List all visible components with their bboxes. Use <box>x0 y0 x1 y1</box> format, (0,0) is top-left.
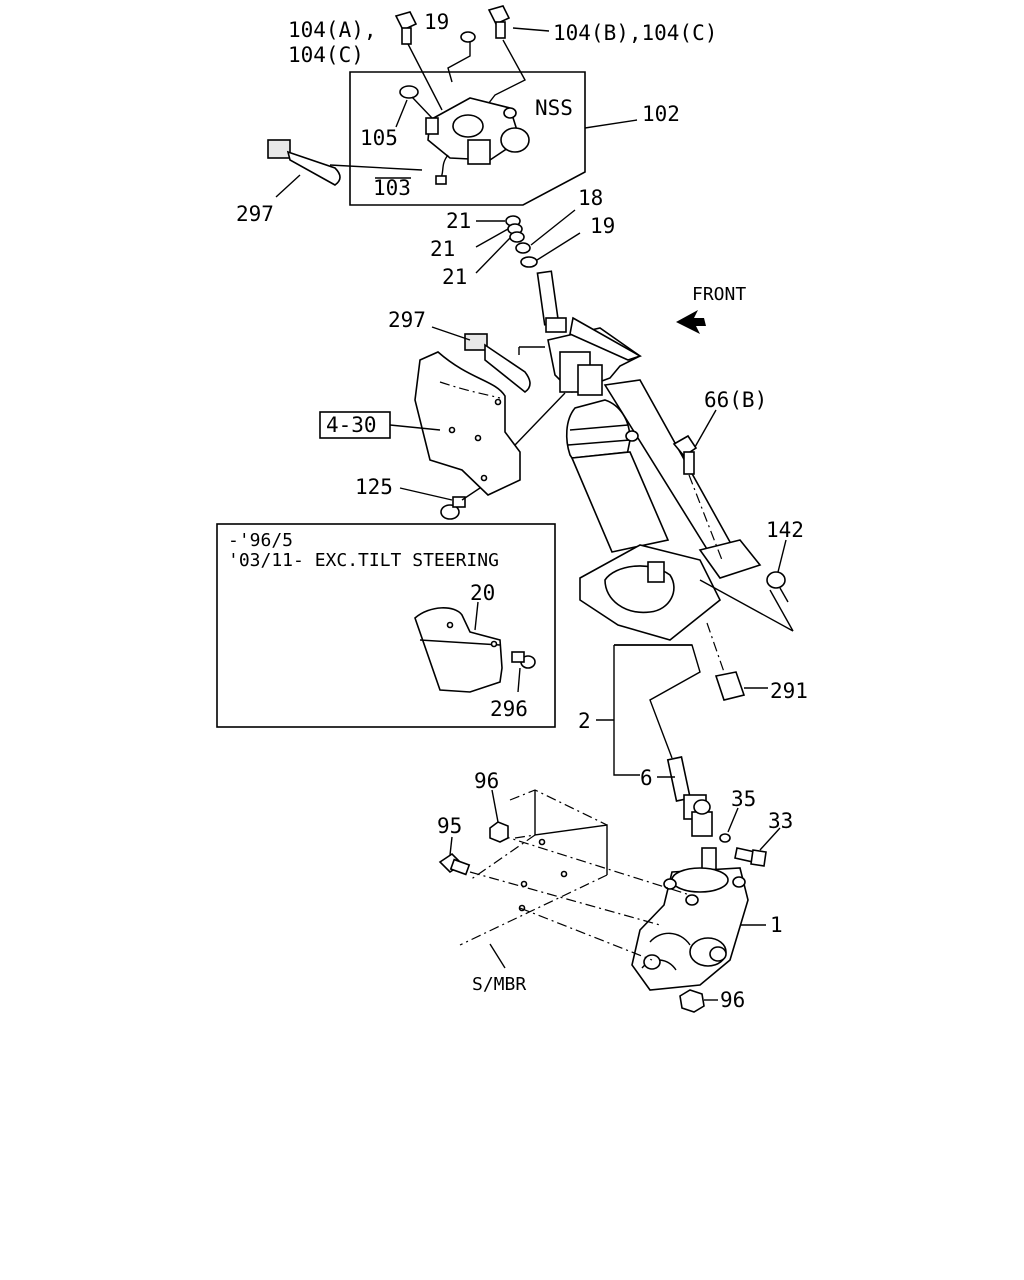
label-smbr: S/MBR <box>472 974 526 995</box>
bolt-104b[interactable] <box>487 5 511 39</box>
screw-142[interactable] <box>766 571 789 603</box>
screw-296[interactable] <box>511 651 536 669</box>
steering-gear-box-1[interactable] <box>631 847 749 991</box>
inset-line-2: '03/11- EXC.TILT STEERING <box>228 550 499 571</box>
switch-assembly-box <box>349 71 586 206</box>
label-296: 296 <box>490 697 528 721</box>
steering-column[interactable] <box>536 270 762 641</box>
label-4-30: 4-30 <box>326 413 377 437</box>
side-member <box>459 789 608 946</box>
bolt-104a[interactable] <box>394 11 418 45</box>
label-142: 142 <box>766 518 804 542</box>
cover-20[interactable] <box>414 607 503 693</box>
label-front: FRONT <box>692 284 746 305</box>
clip-291[interactable] <box>714 671 746 701</box>
label-19-mid: 19 <box>590 214 615 238</box>
bolt-95[interactable] <box>438 852 471 876</box>
cable-tie-297-mid[interactable] <box>464 333 531 393</box>
front-arrow-icon <box>676 310 706 334</box>
label-125: 125 <box>355 475 393 499</box>
label-2: 2 <box>578 709 591 733</box>
label-21-b: 21 <box>430 237 455 261</box>
label-96-top: 96 <box>474 769 499 793</box>
label-21-c: 21 <box>442 265 467 289</box>
label-18: 18 <box>578 186 603 210</box>
label-33: 33 <box>768 809 793 833</box>
cable-tie-297-top[interactable] <box>267 139 341 198</box>
label-103: 103 <box>373 176 411 200</box>
label-6: 6 <box>640 766 653 790</box>
label-297-mid: 297 <box>388 308 426 332</box>
label-104bc: 104(B),104(C) <box>553 21 717 45</box>
inset-line-1: -'96/5 <box>228 530 293 551</box>
label-21-a: 21 <box>446 209 471 233</box>
nut-96-bottom[interactable] <box>679 989 705 1013</box>
intermediate-shaft-6[interactable] <box>666 756 713 837</box>
label-102: 102 <box>642 102 680 126</box>
label-291: 291 <box>770 679 808 703</box>
washer-18[interactable] <box>515 242 531 254</box>
washer-19-top[interactable] <box>460 31 476 43</box>
washer-stack-21[interactable] <box>505 215 525 243</box>
nut-35[interactable] <box>719 833 731 843</box>
label-1: 1 <box>770 913 783 937</box>
screw-125[interactable] <box>440 496 466 520</box>
label-66b: 66(B) <box>704 388 767 412</box>
bolt-33[interactable] <box>734 847 767 867</box>
label-35: 35 <box>731 787 756 811</box>
label-nss: NSS <box>535 96 573 120</box>
label-104c-left: 104(C) <box>288 43 364 67</box>
washer-19-mid[interactable] <box>520 256 538 268</box>
ignition-switch-body[interactable] <box>425 97 530 165</box>
bolt-66b[interactable] <box>672 434 698 475</box>
label-95: 95 <box>437 814 462 838</box>
label-19-top: 19 <box>424 10 449 34</box>
nut-96-top[interactable] <box>489 821 509 843</box>
inset-box-exc-tilt <box>216 523 556 728</box>
column-cover-4-30[interactable] <box>414 351 521 496</box>
screw-105[interactable] <box>399 85 433 119</box>
label-105: 105 <box>360 126 398 150</box>
label-20: 20 <box>470 581 495 605</box>
label-96-bottom: 96 <box>720 988 745 1012</box>
label-297-top: 297 <box>236 202 274 226</box>
label-104a: 104(A), <box>288 18 377 42</box>
